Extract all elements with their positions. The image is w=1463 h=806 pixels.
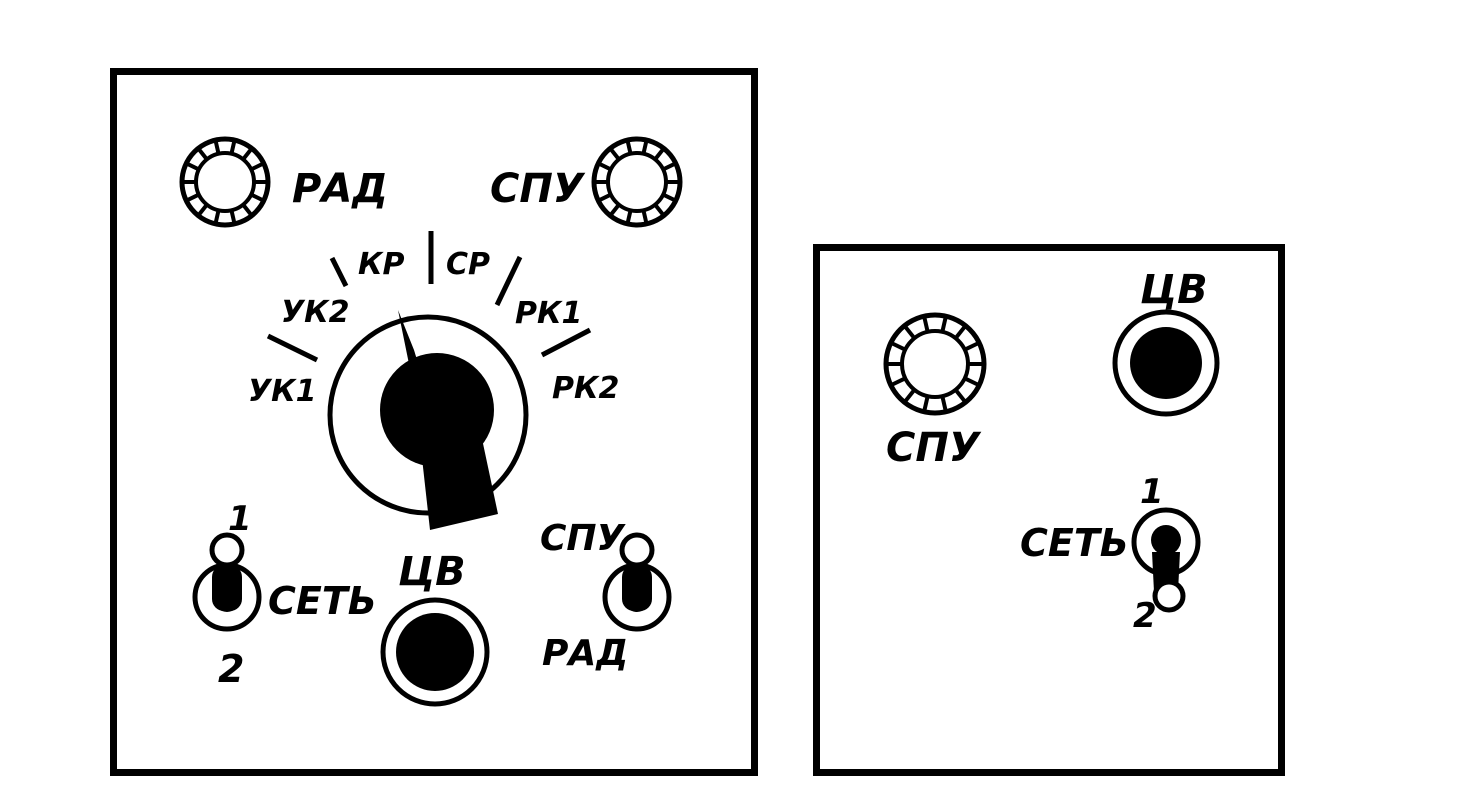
lamp-rim-segment [963,376,981,388]
secondary-call-button-label: ЦВ [1140,267,1208,313]
lamp-rim-segment [902,324,916,340]
mode-switch-top-label: СПУ [540,518,627,559]
selector-tick-cp-pk1 [494,255,523,307]
mode-selector-dial[interactable] [327,310,529,530]
power-switch-pos1-label: 1 [228,499,252,539]
lamp-rim-segment [940,315,948,333]
power-toggle-switch[interactable] [192,532,262,632]
lamp-rim-segment [954,324,968,340]
lamp-rim-segment [250,192,265,203]
indicator-lamp-rad [179,136,271,228]
lamp-rim-segment [922,315,930,333]
selector-tick-uk2-kp [329,256,349,288]
selector-label-pk2: РК2 [552,371,619,406]
lamp-rim-segment [963,340,981,352]
secondary-indicator-label-spu: СПУ [886,425,982,471]
secondary-power-toggle-switch[interactable] [1131,507,1201,613]
lamp-rim-segment [954,388,968,404]
lamp-rim-segment [653,147,666,161]
selector-label-uk1: УК1 [248,374,317,409]
mode-toggle-switch[interactable] [602,532,672,632]
lamp-rim-segment [229,209,237,225]
power-switch-label: СЕТЬ [268,579,377,623]
indicator-label-spu: СПУ [490,166,586,212]
lamp-rim-segment [213,209,221,225]
call-button-label: ЦВ [398,549,466,595]
lamp-rim-segment [597,161,612,172]
lamp-rim-segment [250,161,265,172]
selector-label-cp: СР [446,247,490,282]
lamp-rim-segment [902,388,916,404]
lamp-rim-segment [185,161,200,172]
lamp-rim-segment [922,395,930,413]
lamp-rim-segment [241,147,254,161]
lamp-rim-segment [229,139,237,155]
secondary-power-switch-label: СЕТЬ [1020,521,1129,565]
selector-label-kp: КР [358,247,405,282]
selector-tick-pk1-pk2 [540,327,592,358]
indicator-label-rad: РАД [292,166,388,212]
lamp-rim-segment [213,139,221,155]
lamp-rim-segment [641,209,649,225]
lamp-rim-segment [940,395,948,413]
lamp-rim-segment [608,203,621,217]
lamp-rim-segment [662,161,677,172]
lamp-rim-segment [662,192,677,203]
lamp-rim-segment [196,203,209,217]
lamp-rim-segment [653,203,666,217]
lamp-rim-segment [625,209,633,225]
mode-switch-bottom-label: РАД [542,633,628,674]
secondary-call-button[interactable] [1112,309,1220,417]
lamp-rim-segment [185,192,200,203]
power-switch-pos2-label: 2 [218,647,244,691]
lamp-rim-segment [597,192,612,203]
lamp-rim-segment [608,147,621,161]
secondary-indicator-lamp-spu [883,312,987,416]
secondary-power-switch-pos1-label: 1 [1140,472,1164,512]
lamp-rim-segment [241,203,254,217]
selector-label-pk1: РК1 [515,296,582,331]
selector-tick-uk1-uk2 [266,333,319,363]
indicator-lamp-spu [591,136,683,228]
selector-label-uk2: УК2 [281,295,350,330]
lamp-rim-segment [889,376,907,388]
call-button[interactable] [380,597,490,707]
lamp-rim-segment [889,340,907,352]
lamp-rim-segment [196,147,209,161]
secondary-power-switch-pos2-label: 2 [1133,596,1157,636]
lamp-rim-segment [641,139,649,155]
lamp-rim-segment [625,139,633,155]
